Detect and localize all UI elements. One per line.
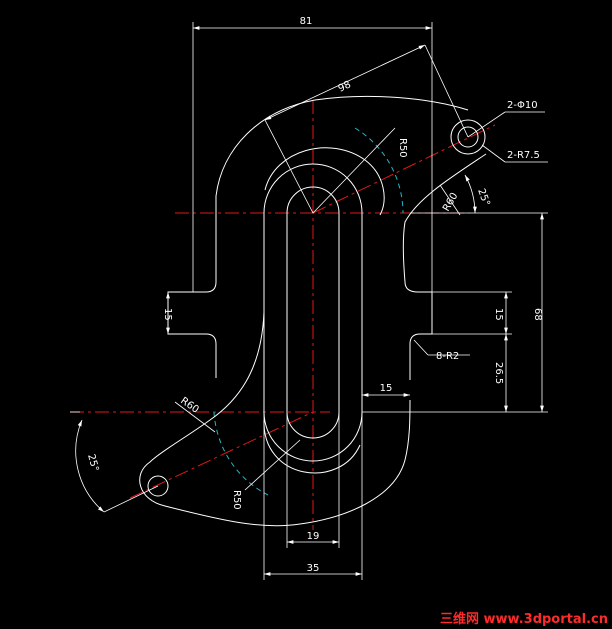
right-upper-contour [402, 153, 487, 380]
label-overall-height: 68 [532, 308, 543, 321]
label-left-step-height: 15 [162, 308, 173, 321]
construction-arcs [213, 127, 404, 496]
bottom-r50-arc [213, 411, 269, 496]
label-right-step-width: 15 [380, 383, 393, 394]
hole-leader [467, 111, 506, 138]
label-r50-top: R50 [397, 138, 408, 158]
top-r50-arc [354, 127, 404, 214]
bottom-left-hole [147, 475, 169, 497]
label-fillet-radius: 8-R2 [436, 351, 459, 362]
label-diagonal-length: 98 [337, 79, 353, 94]
diagonal-dim-line [264, 44, 426, 121]
label-slot-width: 19 [307, 531, 320, 542]
bottom-r60-leader [174, 401, 216, 433]
label-outer-slot-width: 35 [307, 563, 320, 574]
top-diagonal-centerline [312, 124, 496, 214]
upper-mid-arc [264, 147, 385, 216]
label-hole-count-diameter: 2-Φ10 [507, 100, 538, 111]
label-overall-width: 81 [300, 16, 313, 27]
diagonal-ext [424, 44, 469, 138]
site-watermark: 三维网 www.3dportal.cn [439, 612, 608, 627]
dimension-lines [70, 22, 548, 580]
label-r60-top: R60 [441, 191, 460, 214]
outer-upper-contour [167, 95, 469, 378]
label-boss-radius: 2-R7.5 [507, 150, 540, 161]
bottom-angle-ext-2 [103, 485, 159, 513]
label-r50-bottom: R50 [231, 490, 242, 510]
label-angle-bottom: 25° [85, 453, 100, 473]
label-lower-offset: 26.5 [493, 362, 504, 384]
bottom-diagonal-centerline [129, 411, 314, 499]
top-right-boss [450, 119, 486, 155]
lower-mid-arc [263, 419, 361, 474]
top-r50-leader [312, 127, 396, 214]
center-lines [70, 100, 496, 530]
top-angle-arc [464, 174, 477, 214]
bottom-angle-arc [75, 419, 105, 513]
label-right-step-height: 15 [493, 308, 504, 321]
bottom-r50-leader [244, 439, 301, 491]
lower-left-hook [139, 311, 411, 527]
fillet-leader [413, 339, 429, 356]
top-r60-leader [439, 184, 461, 216]
boss-leader [481, 144, 506, 163]
diagonal-ext-2 [264, 119, 314, 214]
label-angle-top: 25° [475, 187, 491, 207]
top-right-hole [457, 126, 479, 148]
